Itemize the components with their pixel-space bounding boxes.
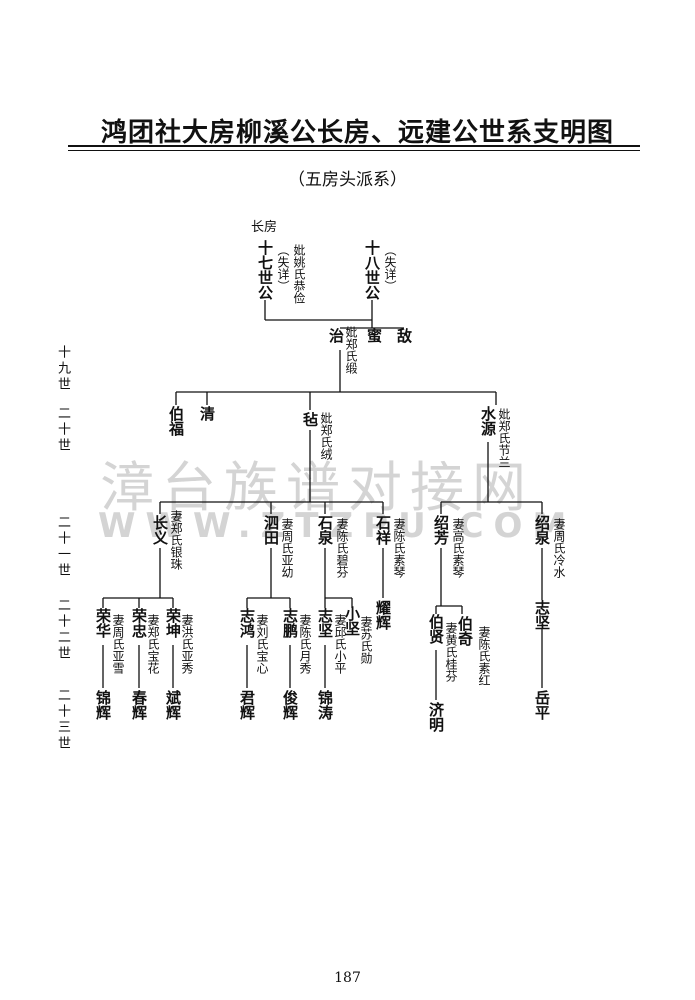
g23-person: 锦辉 bbox=[94, 690, 112, 720]
g19-person: 敌 bbox=[395, 328, 413, 343]
g22-spouse: 妻郑氏宝花 bbox=[146, 614, 160, 674]
g19-spouse: 妣郑氏缎 bbox=[344, 326, 358, 374]
g22-spouse: 妻陈氏月秀 bbox=[298, 614, 312, 674]
g22-person: 荣华 bbox=[94, 608, 112, 638]
g18-note: （失详） bbox=[383, 244, 397, 292]
g20-person: 毡 bbox=[301, 412, 319, 427]
g17-ancestor: 十七世公 bbox=[256, 240, 274, 300]
g21-spouse: 妻周氏冷水 bbox=[552, 518, 566, 578]
generation-label-22: 二十二世 bbox=[55, 598, 70, 662]
g21-spouse: 妻郑氏银珠 bbox=[169, 510, 183, 570]
g20-person: 伯福 bbox=[167, 406, 185, 436]
g21-person: 长义 bbox=[151, 515, 169, 545]
g21-spouse: 妻高氏素琴 bbox=[451, 518, 465, 578]
g22-spouse: 妻洪氏亚秀 bbox=[180, 614, 194, 674]
g22-spouse: 妻黄氏桂芬 bbox=[444, 622, 458, 682]
g17-spouse: 妣姚氏恭俭 bbox=[292, 244, 306, 304]
generation-label-21: 二十一世 bbox=[55, 515, 70, 579]
g21-person: 绍泉 bbox=[533, 515, 551, 545]
house-label: 长房 bbox=[251, 220, 278, 235]
g20-spouse: 妣郑氏绒 bbox=[319, 412, 333, 460]
g20-spouse: 妣郑氏节兰 bbox=[497, 408, 511, 468]
generation-label-20: 二十世 bbox=[55, 406, 70, 454]
g21-spouse: 妻周氏亚幼 bbox=[280, 518, 294, 578]
page-subtitle: （五房头派系） bbox=[288, 170, 407, 190]
g22-spouse: 妻苏氏勋 bbox=[359, 616, 373, 664]
g18-ancestor: 十八世公 bbox=[363, 240, 381, 300]
g22-person: 志鹏 bbox=[281, 608, 299, 638]
g22-person: 荣忠 bbox=[130, 608, 148, 638]
watermark-text: 漳台族谱对接网 bbox=[100, 456, 534, 519]
g23-person: 锦涛 bbox=[316, 690, 334, 720]
g22-person: 小坚 bbox=[343, 606, 361, 636]
g21-person: 石祥 bbox=[374, 515, 392, 545]
g21-person: 绍芳 bbox=[432, 515, 450, 545]
g20-person: 清 bbox=[198, 406, 216, 421]
g20-person: 水源 bbox=[479, 406, 497, 436]
page-number: 187 bbox=[334, 970, 361, 986]
g21-person: 石泉 bbox=[316, 515, 334, 545]
g23-person: 春辉 bbox=[130, 690, 148, 720]
g23-person: 俊辉 bbox=[281, 690, 299, 720]
g22-spouse: 妻陈氏素红 bbox=[477, 626, 491, 686]
generation-label-23: 二十三世 bbox=[55, 688, 70, 752]
g22-spouse: 妻邱氏小平 bbox=[333, 614, 347, 674]
g22-person: 耀辉 bbox=[374, 600, 392, 630]
g23-person: 君辉 bbox=[238, 690, 256, 720]
g23-person: 岳平 bbox=[533, 690, 551, 720]
g23-person: 济明 bbox=[427, 702, 445, 732]
title-rule-thick bbox=[68, 145, 640, 147]
g22-person: 荣坤 bbox=[164, 608, 182, 638]
g22-spouse: 妻刘氏宝心 bbox=[255, 614, 269, 674]
g21-spouse: 妻陈氏素琴 bbox=[392, 518, 406, 578]
g21-person: 泗田 bbox=[262, 515, 280, 545]
g22-person: 志鸿 bbox=[238, 608, 256, 638]
generation-label-19: 十九世 bbox=[55, 345, 70, 393]
g19-person: 治 bbox=[327, 328, 345, 343]
title-rule-thin bbox=[68, 150, 640, 151]
g19-person: 蜜 bbox=[365, 328, 383, 343]
watermark-url: WWW.ZTZPU.COM bbox=[98, 506, 577, 546]
g22-person: 志坚 bbox=[316, 608, 334, 638]
page-title: 鸿团社大房柳溪公长房、远建公世系支明图 bbox=[100, 118, 614, 148]
g22-person: 志坚 bbox=[533, 600, 551, 630]
g23-person: 斌辉 bbox=[164, 690, 182, 720]
g22-spouse: 妻周氏亚雪 bbox=[111, 614, 125, 674]
g21-spouse: 妻陈氏碧芬 bbox=[335, 518, 349, 578]
g22-person: 伯奇 bbox=[456, 616, 474, 646]
g17-note: （失详） bbox=[276, 244, 290, 292]
g22-person: 伯贤 bbox=[427, 614, 445, 644]
